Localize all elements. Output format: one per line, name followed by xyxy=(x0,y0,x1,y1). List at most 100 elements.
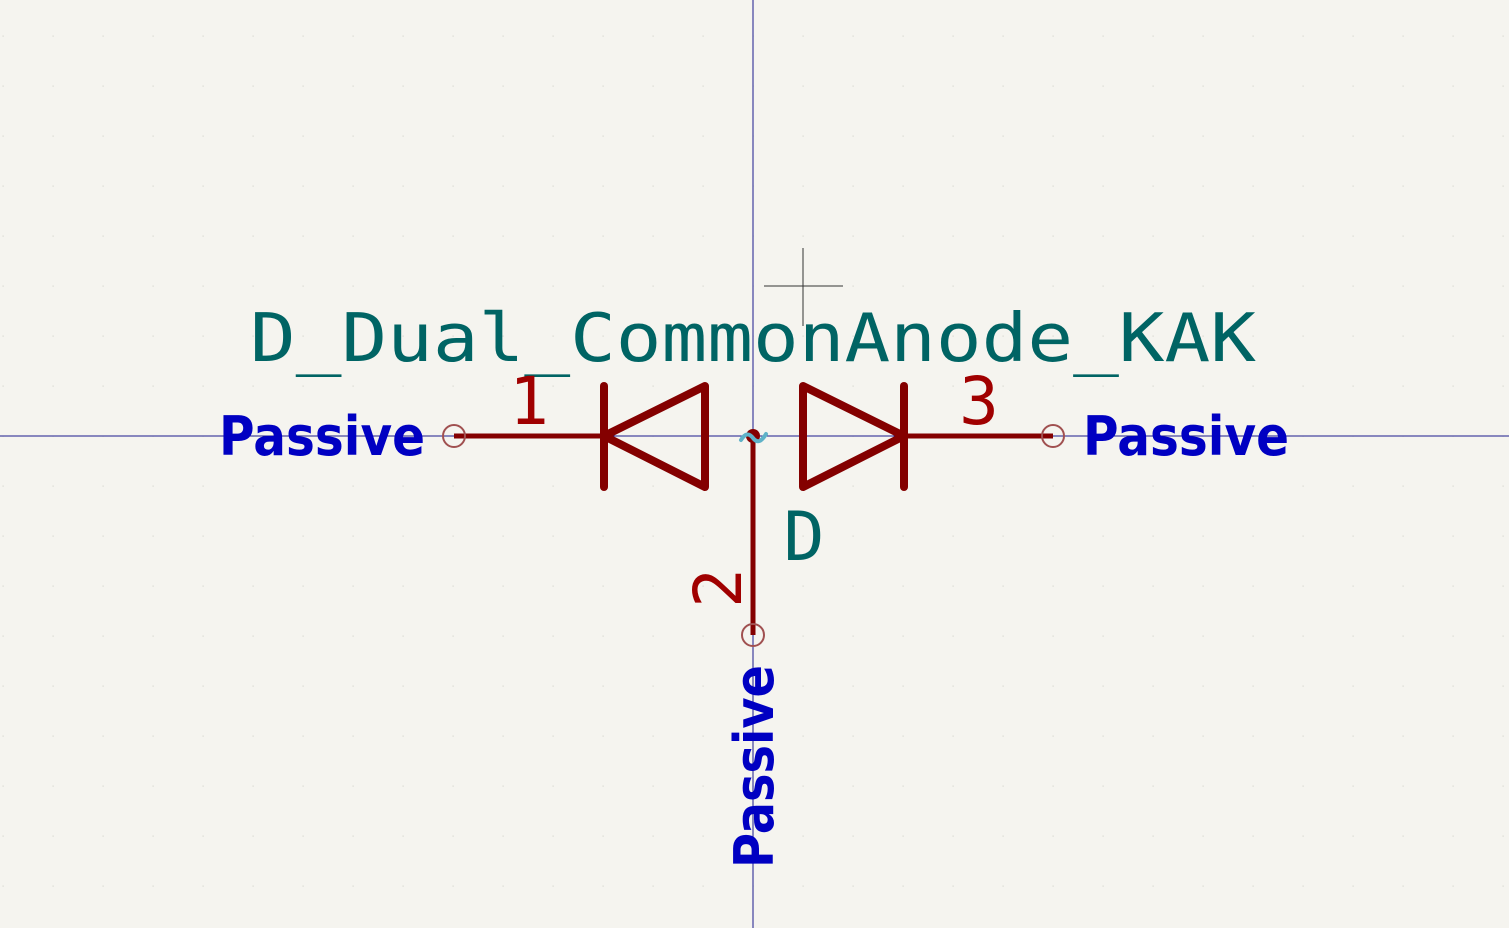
grid-dot xyxy=(1302,485,1304,487)
pin-1-number: 1 xyxy=(509,363,549,440)
pin-2[interactable]: 2 Passive xyxy=(680,436,786,868)
grid-dot xyxy=(152,785,154,787)
grid-dot xyxy=(1152,585,1154,587)
grid-dot xyxy=(1052,635,1054,637)
grid-dot xyxy=(852,285,854,287)
grid-dot xyxy=(1052,785,1054,787)
grid-dot xyxy=(1252,785,1254,787)
grid-dot xyxy=(402,535,404,537)
grid-dot xyxy=(1102,135,1104,137)
grid-dot xyxy=(1352,785,1354,787)
grid-dot xyxy=(302,135,304,137)
grid-dot xyxy=(152,335,154,337)
grid-dot xyxy=(302,85,304,87)
grid-dot xyxy=(352,485,354,487)
pin-3[interactable]: 3 Passive xyxy=(904,363,1289,468)
grid-dot xyxy=(1502,285,1504,287)
grid-dot xyxy=(852,35,854,37)
grid-dot xyxy=(302,835,304,837)
grid-dot xyxy=(552,385,554,387)
grid-dot xyxy=(102,785,104,787)
grid-dot xyxy=(852,735,854,737)
grid-dot xyxy=(252,685,254,687)
grid-dot xyxy=(952,485,954,487)
grid-dot xyxy=(402,35,404,37)
grid-dot xyxy=(652,85,654,87)
grid-dot xyxy=(102,235,104,237)
grid-dot xyxy=(652,185,654,187)
grid-dot xyxy=(2,85,4,87)
grid-dot xyxy=(1202,35,1204,37)
pin-1-end-marker-icon xyxy=(442,424,466,448)
grid-dot xyxy=(1252,185,1254,187)
grid-dot xyxy=(152,735,154,737)
grid-dot xyxy=(202,135,204,137)
grid-dot xyxy=(1352,485,1354,487)
grid-dot xyxy=(1152,185,1154,187)
grid-dot xyxy=(902,285,904,287)
grid-dot xyxy=(1052,35,1054,37)
grid-dot xyxy=(252,785,254,787)
grid-dot xyxy=(802,185,804,187)
grid-dot xyxy=(1202,535,1204,537)
grid-dot xyxy=(1152,335,1154,337)
grid-dot xyxy=(452,285,454,287)
grid-dot xyxy=(2,35,4,37)
grid-dot xyxy=(452,35,454,37)
grid-dot xyxy=(1152,685,1154,687)
grid-dot xyxy=(552,785,554,787)
grid-dot xyxy=(402,585,404,587)
grid-dot xyxy=(652,635,654,637)
grid-dot xyxy=(1302,735,1304,737)
pin-1[interactable]: 1 Passive xyxy=(219,363,604,468)
grid-dot xyxy=(52,85,54,87)
grid-dot xyxy=(1252,285,1254,287)
grid-dot xyxy=(552,35,554,37)
grid-dot xyxy=(152,885,154,887)
grid-dot xyxy=(1002,135,1004,137)
grid-dot xyxy=(702,785,704,787)
grid-dot xyxy=(102,335,104,337)
grid-dot xyxy=(902,735,904,737)
grid-dot xyxy=(302,685,304,687)
grid-dot xyxy=(402,285,404,287)
grid-dot xyxy=(602,885,604,887)
grid-dot xyxy=(1352,135,1354,137)
grid-dot xyxy=(1252,635,1254,637)
grid-dot xyxy=(1402,485,1404,487)
grid-dot xyxy=(1252,35,1254,37)
grid-dot xyxy=(1452,135,1454,137)
diode-left-body[interactable] xyxy=(600,382,709,491)
hidden-pin-marker-icon xyxy=(739,432,768,444)
grid-dot xyxy=(1252,85,1254,87)
grid-dot xyxy=(1152,835,1154,837)
diode-right-body[interactable] xyxy=(799,382,908,491)
reference-field[interactable]: D xyxy=(784,498,825,577)
grid-dot xyxy=(452,485,454,487)
grid-dot xyxy=(1402,635,1404,637)
grid-dot xyxy=(602,285,604,287)
grid-dot xyxy=(402,735,404,737)
grid-dot xyxy=(952,835,954,837)
grid-dot xyxy=(1152,235,1154,237)
pin-2-number: 2 xyxy=(680,568,757,608)
grid-dot xyxy=(152,35,154,37)
value-field[interactable]: D_Dual_CommonAnode_KAK xyxy=(250,299,1257,377)
grid-dot xyxy=(252,835,254,837)
grid-dot xyxy=(1502,135,1504,137)
grid-dot xyxy=(1052,685,1054,687)
grid-dot xyxy=(702,85,704,87)
grid-dot xyxy=(802,235,804,237)
grid-dot xyxy=(702,135,704,137)
grid-dot xyxy=(352,385,354,387)
grid-dot xyxy=(1102,485,1104,487)
grid-dot xyxy=(202,385,204,387)
grid-dot xyxy=(702,35,704,37)
grid-dot xyxy=(852,235,854,237)
grid-dot xyxy=(402,185,404,187)
grid-dot xyxy=(1452,685,1454,687)
diode-left-triangle xyxy=(600,382,709,491)
grid-dot xyxy=(1202,285,1204,287)
cursor-crosshair-icon xyxy=(764,248,843,326)
